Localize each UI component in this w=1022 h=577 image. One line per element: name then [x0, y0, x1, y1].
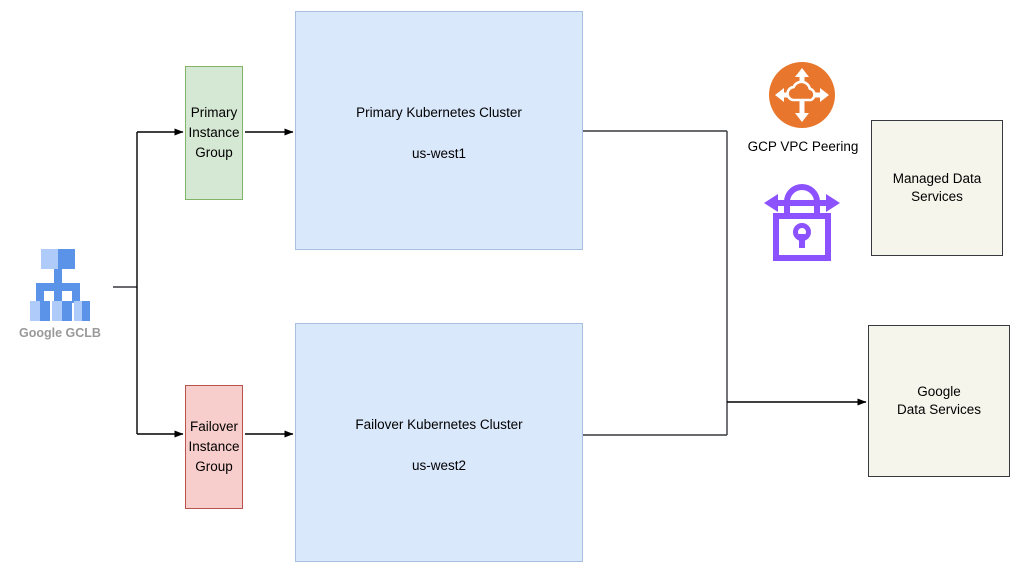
managed-data-services-box[interactable]: Managed Data Services [871, 120, 1003, 256]
failover-cluster-region: us-west2 [411, 458, 467, 473]
failover-cluster-name: Failover Kubernetes Cluster [355, 417, 523, 432]
primary-instance-group-line1: Primary [190, 105, 238, 120]
failover-instance-group-line2: Instance [188, 439, 240, 454]
google-data-services-line2: Data Services [896, 402, 982, 417]
gclb-label: Google GCLB [19, 326, 101, 340]
primary-instance-group-line3: Group [195, 145, 233, 160]
failover-instance-group-line3: Group [195, 459, 233, 474]
secure-lock-icon [762, 172, 842, 267]
gclb-icon [28, 249, 90, 326]
failover-kubernetes-cluster-box[interactable]: Failover Kubernetes Cluster us-west2 [295, 323, 583, 562]
failover-instance-group-line1: Failover [189, 419, 238, 434]
wire-gclb-to-instance-groups [113, 128, 184, 438]
google-data-services-box[interactable]: Google Data Services [868, 325, 1010, 477]
primary-instance-group-box[interactable]: Primary Instance Group [185, 66, 243, 200]
primary-kubernetes-cluster-box[interactable]: Primary Kubernetes Cluster us-west1 [295, 11, 583, 250]
managed-data-services-line2: Services [911, 189, 963, 204]
failover-instance-group-box[interactable]: Failover Instance Group [185, 385, 243, 509]
primary-cluster-name: Primary Kubernetes Cluster [356, 105, 522, 120]
primary-cluster-region: us-west1 [411, 146, 467, 161]
vpc-peering-icon [769, 62, 835, 133]
managed-data-services-line1: Managed Data [892, 171, 982, 186]
google-data-services-line1: Google [917, 384, 961, 399]
primary-instance-group-line2: Instance [188, 125, 240, 140]
vpc-peering-label: GCP VPC Peering [747, 139, 859, 154]
